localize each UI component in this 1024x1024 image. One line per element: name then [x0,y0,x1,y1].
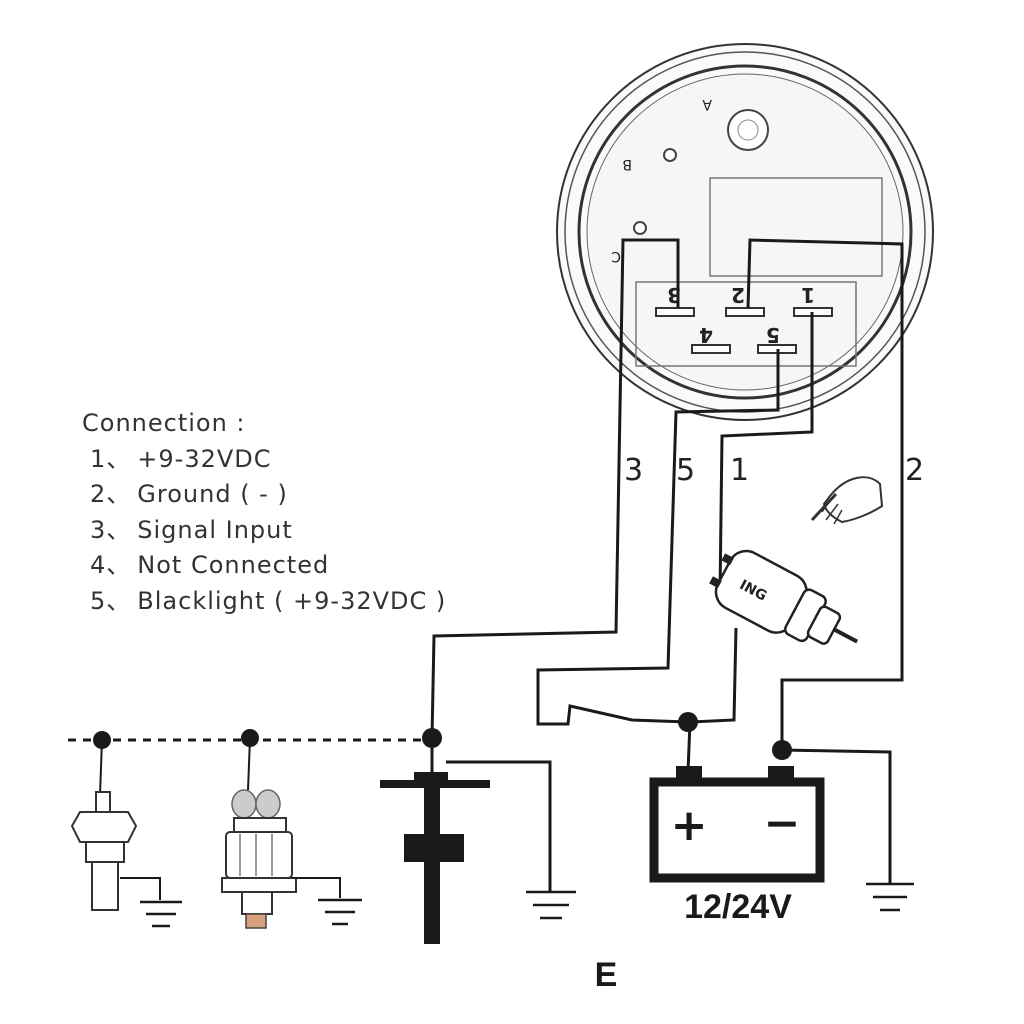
mount-hole-b [663,148,677,162]
battery-plus: + [671,800,708,851]
pin-label-2: 2 [731,283,745,307]
pin-label-5: 5 [766,323,780,347]
wire-label-2: 2 [905,453,924,488]
connection-item-label: +9-32VDC [137,444,272,473]
connection-item-num: 2、 [90,480,132,508]
connection-item-num: 1、 [90,444,132,473]
wire-label-5: 5 [676,453,695,488]
ignition-switch: ING [709,476,884,645]
mount-hole-a [727,109,769,151]
mount-hole-c [633,221,647,235]
wire-ground-battery [781,748,892,884]
connection-item-1: 1、+9-32VDC [82,442,446,478]
pin-label-1: 1 [801,283,815,307]
hole-label-a: A [702,96,712,112]
connection-item-label: Not Connected [137,551,330,579]
connection-item-4: 4、Not Connected [82,548,446,584]
wire-label-1: 1 [730,453,749,488]
battery: + − 12/24V [649,766,825,926]
connection-item-num: 4、 [90,551,132,579]
level-sender [380,748,576,944]
wire-5 [536,349,780,726]
pressure-sender [221,737,362,929]
connection-item-label: Ground ( - ) [137,480,288,508]
wire-1 [718,312,814,595]
temperature-sender [70,739,182,928]
connector-block [635,281,857,367]
figure-letter: E [595,956,618,994]
wire-label-3: 3 [624,453,643,488]
wire-3 [430,238,680,739]
pin-label-4: 4 [699,323,713,347]
connection-item-label: Signal Input [137,515,293,544]
wire-1b [686,627,738,773]
connection-item-num: 5、 [90,586,132,615]
connection-item-num: 3、 [90,515,132,544]
gauge-window [709,177,883,277]
hole-label-c: C [611,248,621,264]
wire-ground-sender [446,760,552,892]
battery-voltage: 12/24V [684,888,792,926]
connection-title: Connection : [82,409,246,437]
junction-dots [93,712,792,760]
battery-minus: − [764,798,801,849]
gauge-back: A B C 3 2 1 4 5 [556,43,934,421]
hole-label-b: B [622,156,632,172]
connection-legend: Connection : 1、+9-32VDC 2、Ground ( - ) 3… [82,406,446,619]
hand-icon [822,476,884,524]
wire-2 [746,238,904,750]
connection-item-3: 3、Signal Input [82,513,446,549]
connection-item-5: 5、Blacklight ( +9-32VDC ) [82,584,446,620]
connection-item-2: 2、Ground ( - ) [82,477,446,513]
ground-symbol-battery [866,882,914,912]
connection-item-label: Blacklight ( +9-32VDC ) [137,586,447,615]
